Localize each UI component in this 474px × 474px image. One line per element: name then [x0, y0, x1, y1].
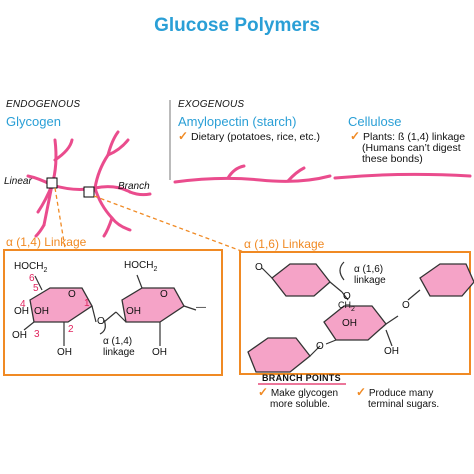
branch-label: Branch: [118, 181, 150, 192]
alpha16-rings: [247, 263, 474, 373]
alpha14-bonds: [23, 274, 197, 346]
o-right: O: [402, 300, 410, 311]
branch-note-terminal: ✓ Produce many terminal sugars.: [356, 385, 440, 410]
glycogen-heading: Glycogen: [6, 114, 61, 129]
check-icon: ✓: [258, 385, 269, 399]
carbon-6-label: 6: [29, 273, 35, 284]
alpha16-bonds: [261, 261, 421, 357]
cellulose-note: ✓ Plants: ß (1,4) linkage (Humans can’t …: [350, 129, 474, 165]
o-bottom: O: [316, 341, 324, 352]
carbon-1-label: 1: [84, 298, 90, 309]
alpha14-box: [3, 249, 223, 376]
alpha16-linkage-label: α (1,6) linkage: [354, 264, 386, 286]
amylopectin-heading: Amylopectin (starch): [178, 114, 297, 129]
cellulose-note-line3: these bonds): [362, 153, 423, 165]
chain-continuation: —: [196, 302, 206, 313]
oh-right-c2: OH: [152, 347, 167, 358]
carbon-2-label: 2: [68, 324, 74, 335]
check-icon: ✓: [350, 129, 361, 143]
linear-connector: [54, 187, 66, 249]
branch-points-heading: BRANCH POINTS: [262, 373, 341, 383]
branch-note1-line1: Make glycogen: [270, 388, 339, 399]
cellulose-strand: [333, 172, 472, 180]
branch-connector: [93, 195, 245, 253]
carbon-4-label: 4: [20, 299, 26, 310]
alpha16-linkage-line1: α (1,6): [354, 264, 384, 275]
oh-right-ring: OH: [126, 306, 141, 317]
carbon-3-label: 3: [34, 329, 40, 340]
ring-oxygen-left: O: [68, 289, 76, 300]
exogenous-label: EXOGENOUS: [178, 99, 245, 110]
branch-note-solubility: ✓ Make glycogen more soluble.: [258, 385, 339, 410]
linear-label: Linear: [4, 176, 32, 187]
hoch2-left-text: HOCH: [14, 261, 44, 272]
oh-c4: OH: [14, 306, 29, 317]
alpha14-linkage-line2: linkage: [103, 347, 135, 358]
branch-marker-box: [83, 186, 95, 198]
branch-note1-line2: more soluble.: [270, 399, 331, 410]
hoch2-left: HOCH2: [14, 261, 47, 274]
oh-c2: OH: [57, 347, 72, 358]
amylopectin-note: ✓ Dietary (potatoes, rice, etc.): [178, 129, 320, 143]
cellulose-heading: Cellulose: [348, 114, 402, 129]
oh-c3: OH: [12, 330, 27, 341]
ring-oxygen-right: O: [160, 289, 168, 300]
hoch2-left-sub: 2: [43, 267, 48, 274]
alpha14-linkage-label: α (1,4) linkage: [103, 336, 135, 358]
ch2-branch: CH2: [338, 300, 355, 313]
cellulose-note-line2: (Humans can’t digest: [362, 142, 461, 154]
alpha16-box: [239, 251, 471, 375]
alpha16-heading: α (1,6) Linkage: [244, 237, 325, 251]
hoch2-right-text: HOCH: [124, 260, 154, 271]
amylopectin-strand: [173, 164, 332, 184]
branch-note2-line1: Produce many: [368, 388, 434, 399]
alpha14-heading: α (1,4) Linkage: [6, 235, 87, 249]
glycosidic-oxygen: O: [97, 316, 105, 327]
oh-c3-ring: OH: [34, 306, 49, 317]
o-top-left: O: [255, 262, 263, 273]
check-icon: ✓: [178, 129, 189, 143]
cellulose-note-line1: Plants: ß (1,4) linkage: [362, 131, 466, 143]
oh-ring-16: OH: [342, 318, 357, 329]
page-title: Glucose Polymers: [154, 15, 320, 36]
alpha14-linkage-line1: α (1,4): [103, 336, 133, 347]
oh-bottom-16: OH: [384, 346, 399, 357]
hoch2-right: HOCH2: [124, 260, 157, 273]
ch2-sub: 2: [351, 305, 355, 313]
alpha16-linkage-line2: linkage: [354, 275, 386, 286]
carbon-5-label: 5: [33, 283, 39, 294]
ch2-text: CH: [338, 300, 351, 310]
hoch2-right-sub: 2: [153, 266, 158, 273]
branch-note2-line2: terminal sugars.: [368, 399, 440, 410]
o-branch: O: [343, 291, 351, 302]
linear-marker-box: [46, 177, 58, 189]
endogenous-label: ENDOGENOUS: [6, 99, 81, 110]
check-icon: ✓: [356, 385, 367, 399]
amylopectin-note-text: Dietary (potatoes, rice, etc.): [190, 131, 320, 143]
